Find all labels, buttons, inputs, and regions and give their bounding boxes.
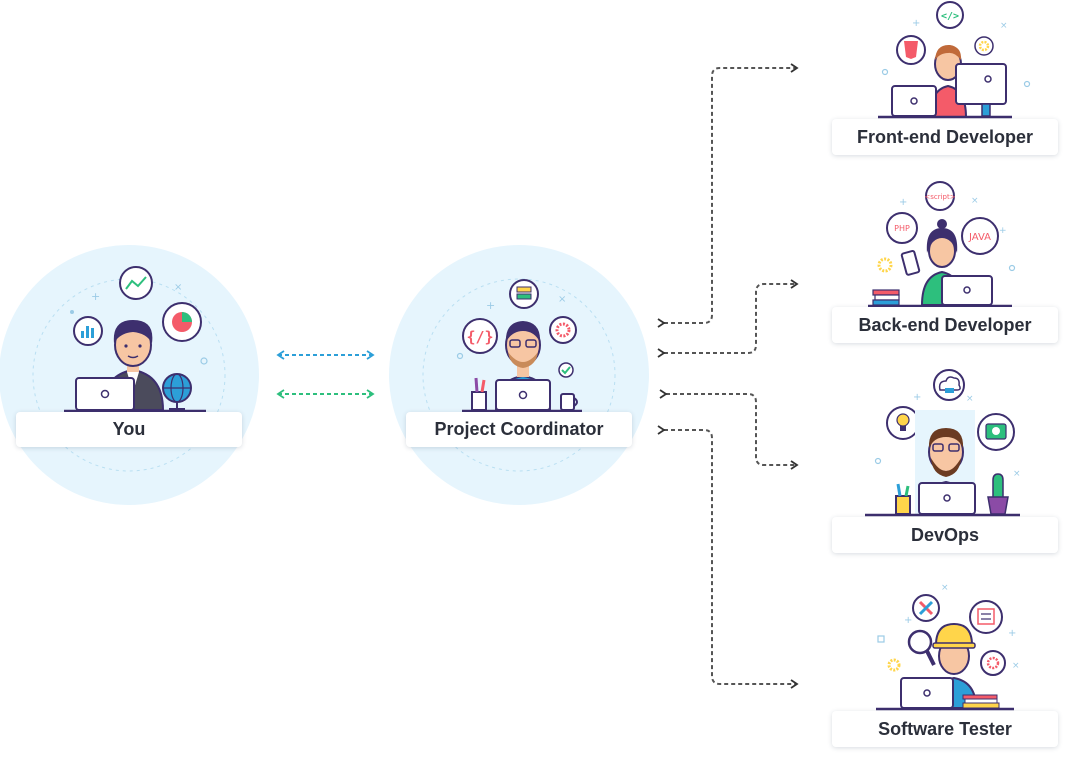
label-project-coordinator: Project Coordinator [406, 412, 632, 447]
pencil-cup-icon [895, 483, 911, 515]
bar-chart-icon [73, 316, 103, 346]
link-to-backend [657, 279, 799, 358]
hard-hat-icon [932, 622, 976, 649]
laptop-icon [64, 377, 206, 413]
pie-chart-icon [162, 302, 202, 342]
gear-icon [887, 658, 901, 672]
cloud-icon [933, 369, 965, 401]
server-icon [509, 279, 539, 309]
pencil-cup-icon [471, 377, 487, 411]
label-front-end-developer: Front-end Developer [832, 119, 1058, 155]
svg-text:+: + [912, 18, 920, 29]
svg-text:+: + [1008, 628, 1016, 639]
node-frontend: </> + × [878, 1, 1031, 119]
svg-text:×: × [971, 196, 979, 206]
node-devops: + × × [865, 369, 1021, 517]
person-frontend [928, 44, 968, 118]
label-back-end-developer: Back-end Developer [832, 307, 1058, 343]
svg-text:+: + [486, 299, 495, 312]
svg-text:+: + [904, 615, 912, 626]
node-you: + × [0, 245, 259, 505]
line-chart-icon [119, 266, 153, 300]
svg-text:×: × [1013, 469, 1021, 479]
node-coordinator: {/} + × [389, 245, 649, 505]
svg-text:×: × [966, 394, 974, 404]
svg-text:</>: </> [941, 11, 959, 22]
svg-text:PHP: PHP [894, 224, 910, 233]
books-icon [872, 289, 900, 306]
svg-text:+: + [999, 226, 1007, 236]
mug-icon [560, 393, 578, 411]
node-backend: <script> PHP JAVA + × + [868, 181, 1016, 308]
svg-text:×: × [174, 282, 182, 293]
phone-icon [900, 250, 921, 276]
gear-icon [980, 650, 1006, 676]
node-tester: × + + × [876, 583, 1020, 711]
svg-text:<script>: <script> [924, 193, 955, 201]
laptop-icon [868, 275, 1012, 308]
gear-icon [877, 257, 893, 273]
laptop-icon [876, 677, 1014, 711]
laptop-icon [462, 379, 582, 413]
html5-icon [896, 35, 926, 65]
label-devops: DevOps [832, 517, 1058, 553]
svg-text:+: + [899, 197, 907, 208]
code-braces-icon: {/} [462, 318, 498, 354]
svg-text:×: × [1000, 21, 1008, 31]
gear-icon [974, 36, 994, 56]
cactus-icon [987, 473, 1009, 515]
svg-text:{/}: {/} [466, 328, 493, 346]
label-software-tester: Software Tester [832, 711, 1058, 747]
svg-text:+: + [913, 392, 921, 403]
svg-text:×: × [558, 294, 566, 305]
svg-text:+: + [91, 290, 100, 303]
laptop-icon [865, 482, 1020, 517]
tools-icon [912, 594, 940, 622]
laptop-icon [878, 85, 1012, 119]
link-to-tester [657, 425, 799, 689]
svg-text:JAVA: JAVA [968, 232, 991, 243]
check-icon [558, 362, 574, 378]
svg-text:×: × [941, 583, 949, 593]
code-icon: </> [936, 1, 964, 29]
monitor-icon [955, 63, 1007, 117]
script-tag-icon: <script> [924, 181, 956, 211]
lightbulb-icon [886, 406, 920, 440]
magnifier-icon [907, 629, 936, 666]
checklist-icon [969, 600, 1003, 634]
java-icon: JAVA [961, 217, 999, 255]
gear-icon [549, 316, 577, 344]
label-you: You [16, 412, 242, 447]
books-icon [962, 694, 1000, 709]
svg-text:×: × [1012, 661, 1020, 671]
dashboard-icon [977, 413, 1015, 451]
php-icon: PHP [886, 212, 918, 244]
globe-icon [162, 373, 192, 411]
